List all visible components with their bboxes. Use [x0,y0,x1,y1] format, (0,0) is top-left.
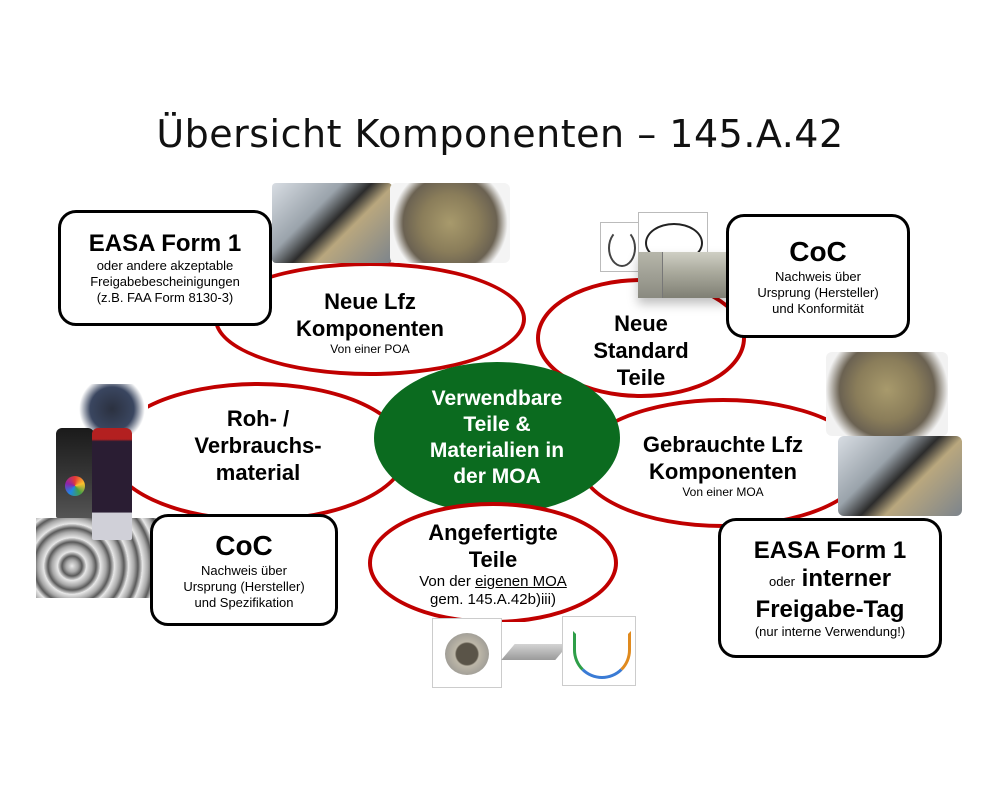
propeller-hub-photo-right [838,436,962,516]
category-subtext: Von der eigenen MOA [419,573,567,590]
circlip-photo [600,222,642,272]
aircraft-engine-photo [390,183,510,263]
spray-can-photo [56,428,94,518]
box-heading: EASA Form 1 [88,230,242,257]
color-wheel-icon [65,476,85,496]
category-subtext: Von einer POA [330,341,410,356]
angle-shape [501,644,569,660]
ellipse-neue-lfz-komponenten: Neue Lfz Komponenten Von einer POA [214,262,526,376]
wire-harness-photo [562,616,636,686]
engine-photo-right [826,352,948,436]
bolt-head [638,252,663,298]
category-heading: Roh- / Verbrauchs- material [194,405,322,485]
bolt-photo [638,252,728,298]
oil-bottle-photo [92,428,132,540]
ellipse-gebrauchte-lfz-komponenten: Gebrauchte Lfz Komponenten Von einer MOA [578,398,868,528]
category-heading: Neue Lfz Komponenten [296,288,444,341]
bushing-photo [432,618,502,688]
box-text: oder andere akzeptable Freigabebescheini… [90,258,240,305]
center-label: Verwendbare Teile & Materialien in der M… [429,387,565,488]
category-heading: Neue Standard Teile [593,310,689,390]
center-node: Verwendbare Teile & Materialien in der M… [374,362,620,514]
bushing-shape [445,633,489,675]
box-text: (nur interne Verwendung!) [754,623,906,639]
box-coc-bottom-left: CoC Nachweis über Ursprung (Hersteller) … [150,514,338,626]
ellipse-roh-verbrauchsmaterial: Roh- / Verbrauchs- material [108,382,408,522]
ellipse-angefertigte-teile: Angefertigte Teile Von der eigenen MOA g… [368,502,618,624]
category-subtext: Von einer MOA [682,484,764,499]
box-heading: CoC [215,530,273,561]
angle-profile-photo [501,622,569,680]
box-heading: CoC [789,236,847,267]
box-heading-line3: Freigabe-Tag [755,595,905,623]
box-coc-top-right: CoC Nachweis über Ursprung (Hersteller) … [726,214,910,338]
box-text: Nachweis über Ursprung (Hersteller) und … [757,269,879,316]
category-reference: gem. 145.A.42b)iii) [430,591,556,608]
box-heading-line2: oder interner [768,564,892,592]
circlip-ring-icon [608,229,636,267]
box-easa-form-1-top-left: EASA Form 1 oder andere akzeptable Freig… [58,210,272,326]
category-heading: Gebrauchte Lfz Komponenten [642,431,804,484]
box-easa-form-1-bottom-right: EASA Form 1 oder interner Freigabe-Tag (… [718,518,942,658]
box-text: Nachweis über Ursprung (Hersteller) und … [183,563,305,610]
propeller-hub-photo [272,183,392,263]
wire-shape [573,631,631,679]
box-heading: EASA Form 1 [753,536,907,564]
granulate-photo [76,384,148,434]
page-title: Übersicht Komponenten – 145.A.42 [156,112,844,156]
category-heading: Angefertigte Teile [428,520,558,572]
